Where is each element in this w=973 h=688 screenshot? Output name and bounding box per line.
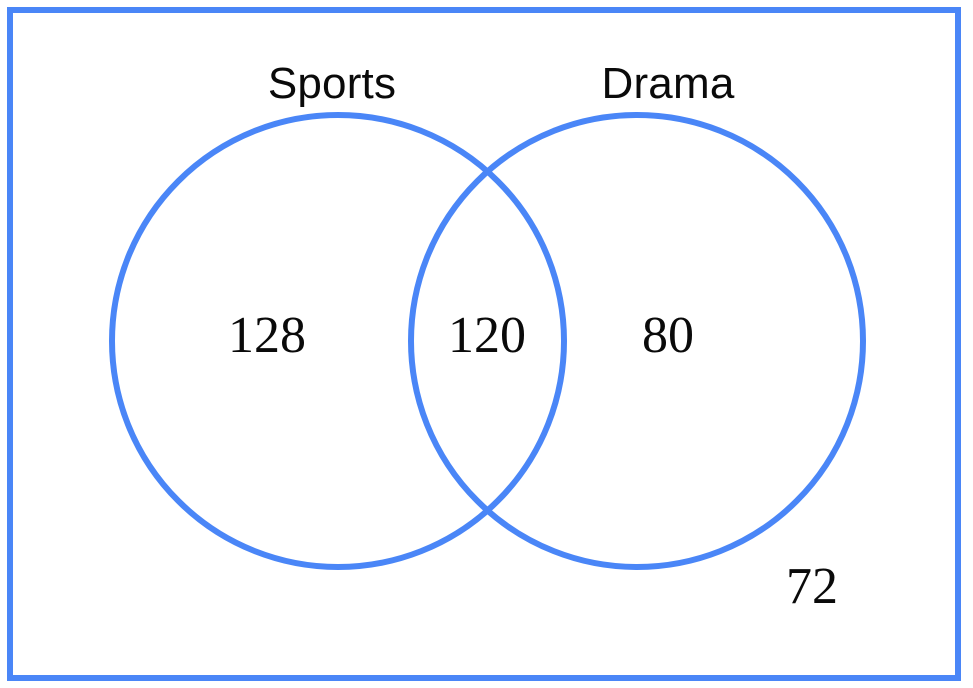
universal-set-rectangle xyxy=(7,7,961,681)
outside-count: 72 xyxy=(786,558,838,615)
drama-circle xyxy=(408,112,866,570)
sports-set-label: Sports xyxy=(268,59,396,108)
sports-circle xyxy=(109,112,567,570)
sports-only-count: 128 xyxy=(228,307,306,364)
drama-only-count: 80 xyxy=(642,307,694,364)
intersection-count: 120 xyxy=(448,307,526,364)
drama-set-label: Drama xyxy=(601,59,734,108)
